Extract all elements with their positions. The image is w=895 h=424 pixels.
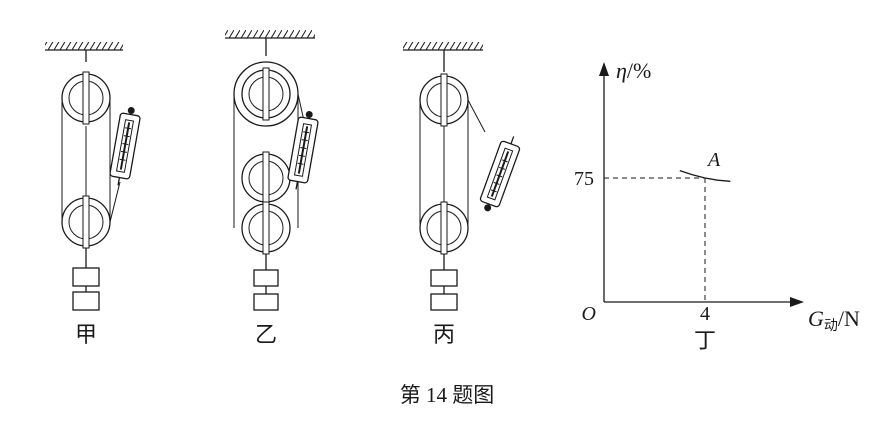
label-bing: 丙 (433, 322, 455, 347)
point-a-label: A (706, 149, 721, 171)
spring-scale-yi (285, 108, 321, 193)
weight-jia-bottom (72, 291, 100, 311)
spring-scale-bing (476, 131, 525, 216)
efficiency-graph: η/% G动/N O 75 4 A (574, 58, 860, 334)
x-axis-arrow (790, 297, 804, 307)
weight-bing-top (430, 269, 458, 287)
pulley-setup-bing (403, 42, 525, 311)
ceiling-bing (403, 42, 483, 50)
fixed-pulley-yi (241, 67, 291, 121)
weight-yi-top (253, 269, 279, 287)
spring-scale-jia (107, 104, 143, 189)
y-tick-75: 75 (574, 168, 594, 190)
x-axis-label: G动/N (808, 306, 860, 334)
pulley-setup-jia (45, 42, 143, 311)
weight-yi-bottom (253, 293, 279, 311)
movable-pulley-bing (419, 201, 469, 255)
figure-caption: 第 14 题图 (400, 383, 495, 407)
origin-label: O (582, 303, 596, 325)
label-jia: 甲 (75, 322, 97, 347)
label-ding: 丁 (694, 328, 716, 353)
efficiency-curve (679, 169, 731, 182)
fixed-pulley-bing (419, 73, 469, 127)
weight-bing-bottom (430, 293, 458, 311)
fixed-pulley-jia (61, 71, 111, 125)
weight-jia-top (72, 267, 100, 287)
ceiling-yi (225, 30, 315, 38)
x-tick-4: 4 (700, 303, 710, 325)
movable-pulley-jia (61, 195, 111, 249)
label-yi: 乙 (255, 322, 277, 347)
movable-pulley-yi-upper (241, 151, 291, 205)
ceiling-jia (45, 42, 123, 50)
pulley-setup-yi (225, 30, 321, 311)
y-axis-arrow (599, 62, 609, 76)
y-axis-label: η/% (616, 58, 651, 83)
movable-pulley-yi-lower (241, 201, 291, 255)
